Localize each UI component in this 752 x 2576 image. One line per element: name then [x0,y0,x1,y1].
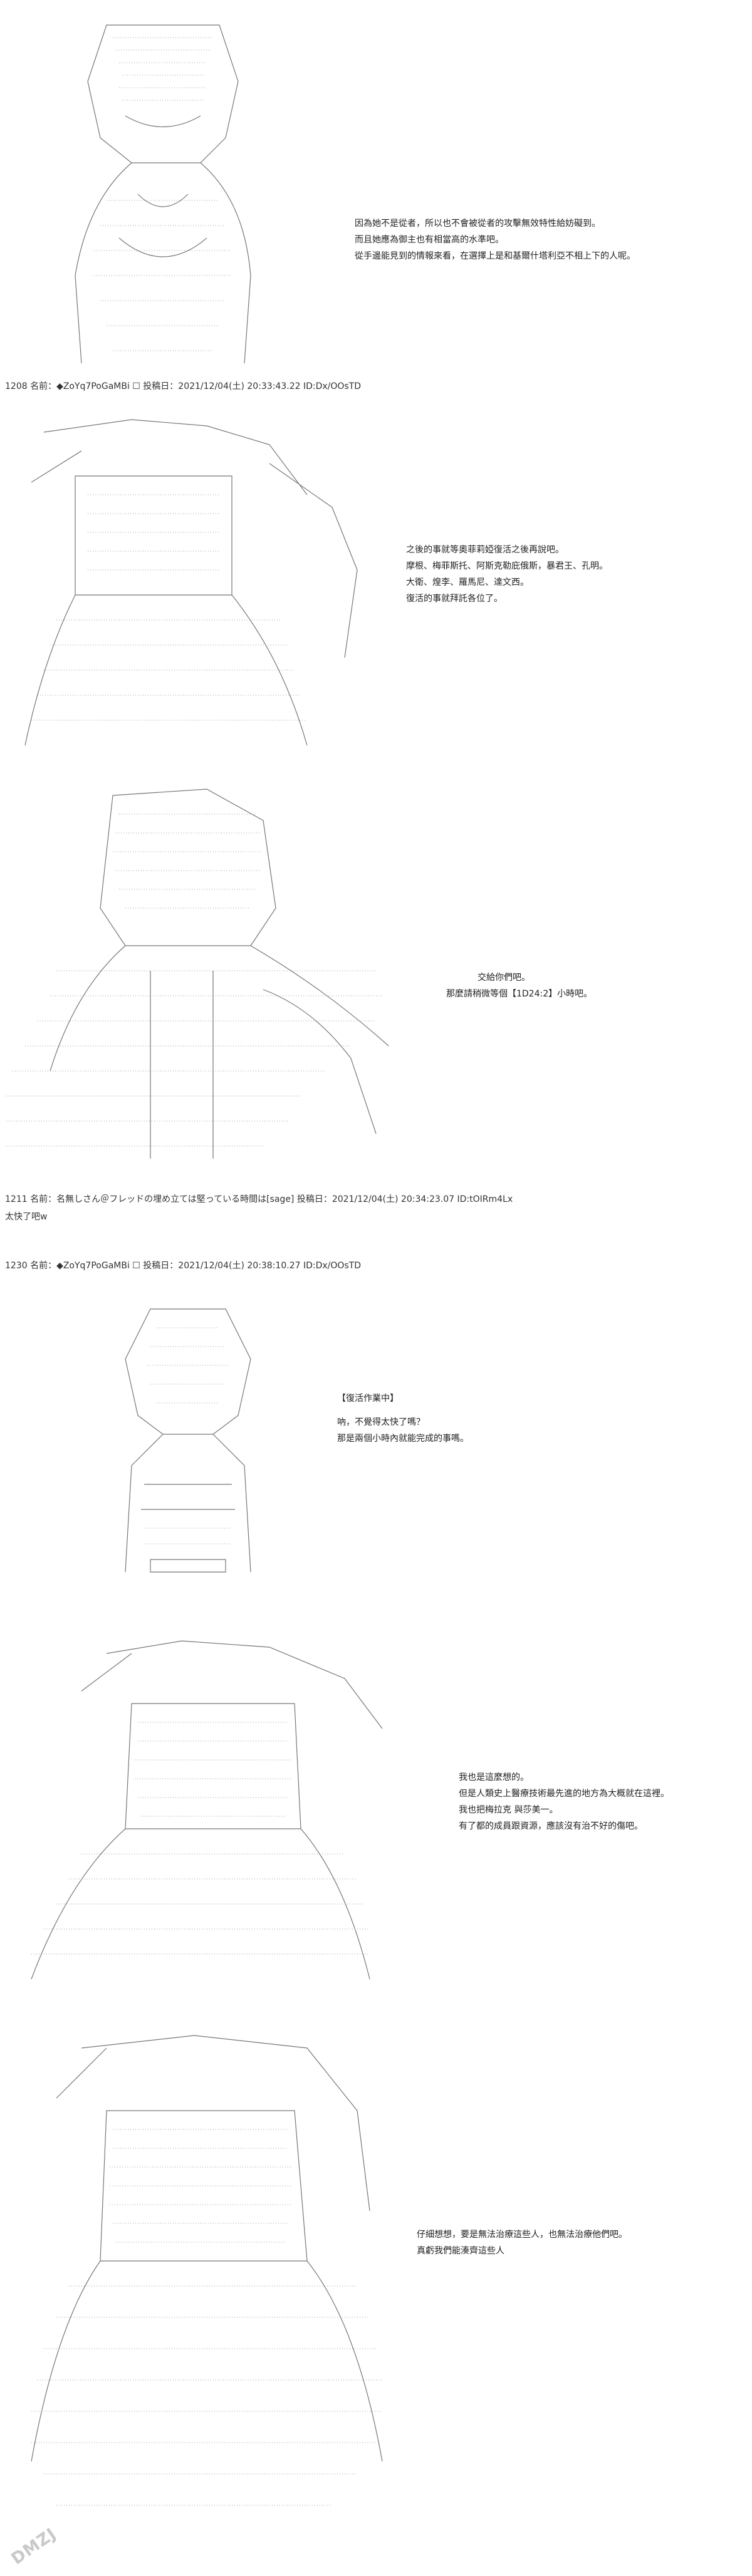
dialog-line: 仔細想想，要是無法治療這些人，也無法治療他們吧。 [417,2230,627,2240]
aa-figure-illustration [6,789,389,1159]
dialog-block: 我也是這麼想的。 但是人類史上醫療技術最先進的地方為大概就在這裡。 我也把梅拉克… [459,1769,669,1834]
dialog-line: 交給你們吧。 [478,973,530,983]
aa-figure-illustration [31,2035,383,2506]
post-header: 1230 名前：◆ZoYq7PoGaMBi ☐ 投稿日：2021/12/04(土… [5,1261,362,1271]
panel-4: 【復活作業中】 吶，不覺得太快了嗎？ 那是兩個小時內就能完成的事嗎。 [0,1284,752,1603]
dialog-line: 復活的事就拜託各位了。 [406,594,503,604]
dialog-block: 之後的事就等奧菲莉婭復活之後再說吧。 摩根、梅菲斯托、阿斯克勒庇俄斯，暴君王、孔… [406,542,608,607]
dialog-block: 仔細想想，要是無法治療這些人，也無法治療他們吧。 真虧我們能湊齊這些人 [417,2227,627,2259]
dialog-line: 但是人類史上醫療技術最先進的地方為大概就在這裡。 [459,1789,669,1799]
dialog-line: 有了都的成員跟資源，應該沒有治不好的傷吧。 [459,1821,643,1831]
dialog-line: 【復活作業中】 [337,1394,399,1404]
dialog-line: 摩根、梅菲斯托、阿斯克勒庇俄斯，暴君王、孔明。 [406,561,608,571]
dialog-line: 我也是這麼想的。 [459,1772,529,1782]
dialog-block: 因為她不是從者，所以也不會被從者的攻擊無效特性給妨礙到。 而且她應為御主也有相當… [355,215,635,264]
dialog-line: 從手邊能見到的情報來看，在選擇上是和基爾什塔利亞不相上下的人呢。 [355,251,635,261]
aa-figure-illustration [31,1640,383,1980]
post-body: 太快了吧w [5,1212,48,1222]
dialog-block: 【復活作業中】 吶，不覺得太快了嗎？ 那是兩個小時內就能完成的事嗎。 [337,1390,469,1447]
aa-figure-illustration [24,419,358,746]
dialog-line: 那麼請稍微等個【1D24:2】小時吧。 [446,989,593,999]
panel-2: 之後的事就等奧菲莉婭復活之後再說吧。 摩根、梅菲斯托、阿斯克勒庇俄斯，暴君王、孔… [0,401,752,764]
dialog-line: 之後的事就等奧菲莉婭復活之後再說吧。 [406,545,564,555]
panel-3: 交給你們吧。 那麼請稍微等個【1D24:2】小時吧。 [0,777,752,1190]
panel-5: 我也是這麼想的。 但是人類史上醫療技術最先進的地方為大概就在這裡。 我也把梅拉克… [0,1616,752,1998]
dialog-line: 而且她應為御主也有相當高的水準吧。 [355,235,504,245]
post-header: 1208 名前：◆ZoYq7PoGaMBi ☐ 投稿日：2021/12/04(土… [5,381,362,391]
dialog-block: 交給你們吧。 那麼請稍微等個【1D24:2】小時吧。 [446,970,592,1002]
post-header: 1211 名前：名無しさん＠フレッドの埋め立ては堅っている時間は[sage] 投… [5,1194,513,1204]
aa-figure-illustration [125,1308,251,1573]
aa-figure-illustration [75,24,251,364]
panel-1: 因為她不是從者，所以也不會被從者的攻擊無效特性給妨礙到。 而且她應為御主也有相當… [0,0,752,388]
dialog-line: 我也把梅拉克 與莎美一。 [459,1805,558,1815]
panel-6: 仔細想想，要是無法治療這些人，也無法治療他們吧。 真虧我們能湊齊這些人 DMZJ [0,2010,752,2576]
dialog-line: 大衛、煌李、羅馬尼、達文西。 [406,577,529,587]
dialog-line: 因為她不是從者，所以也不會被從者的攻擊無效特性給妨礙到。 [355,219,600,229]
dialog-line: 那是兩個小時內就能完成的事嗎。 [337,1434,469,1444]
dialog-line: 吶，不覺得太快了嗎？ [337,1417,425,1427]
dialog-line: 真虧我們能湊齊這些人 [417,2246,504,2256]
